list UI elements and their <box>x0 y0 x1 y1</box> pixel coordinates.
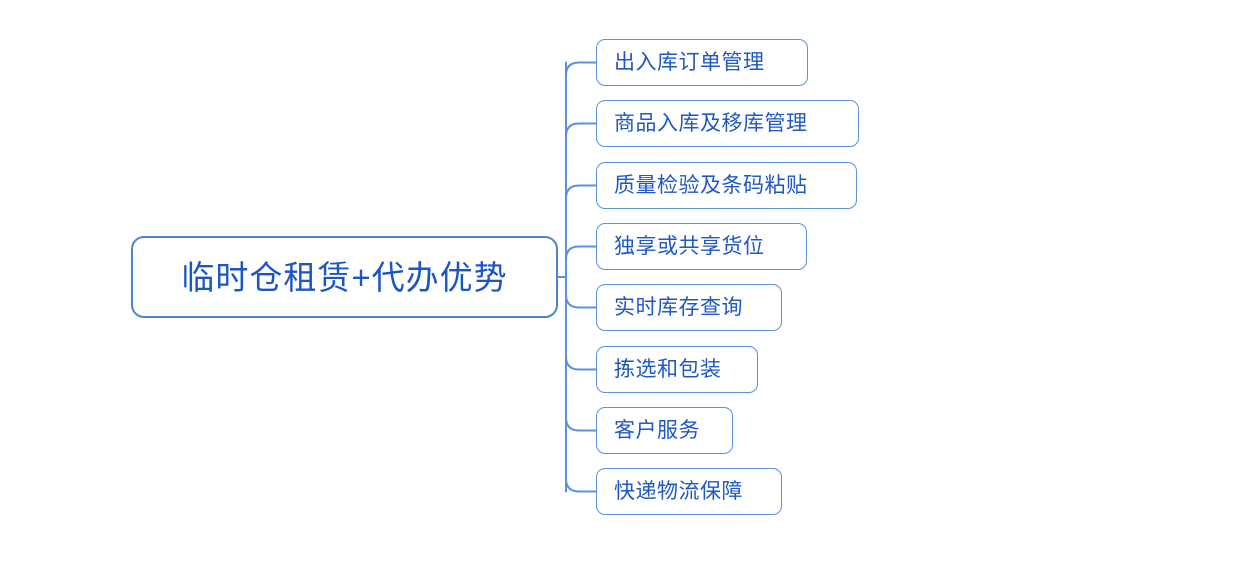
branch-node-label: 快递物流保障 <box>614 480 743 503</box>
branch-node-label: 出入库订单管理 <box>614 51 765 74</box>
connector-path <box>565 477 597 493</box>
connector-path <box>565 416 597 432</box>
branch-node-label: 独享或共享货位 <box>614 235 765 258</box>
branch-node[interactable]: 拣选和包装 <box>596 346 758 393</box>
branch-node[interactable]: 客户服务 <box>596 407 733 454</box>
branch-node[interactable]: 独享或共享货位 <box>596 223 807 270</box>
connector-path <box>565 184 597 200</box>
branch-node-label: 客户服务 <box>614 419 700 442</box>
root-node-label: 临时仓租赁+代办优势 <box>181 258 508 296</box>
connector-path <box>565 245 597 261</box>
root-node[interactable]: 临时仓租赁+代办优势 <box>131 236 558 318</box>
branch-node[interactable]: 出入库订单管理 <box>596 39 808 86</box>
branch-node[interactable]: 实时库存查询 <box>596 284 782 331</box>
connector-path <box>565 293 597 309</box>
branch-node-label: 商品入库及移库管理 <box>614 112 808 135</box>
branch-node-label: 实时库存查询 <box>614 296 743 319</box>
branch-node-label: 拣选和包装 <box>614 358 722 381</box>
branch-node[interactable]: 商品入库及移库管理 <box>596 100 859 147</box>
branch-node[interactable]: 快递物流保障 <box>596 468 782 515</box>
branch-node[interactable]: 质量检验及条码粘贴 <box>596 162 857 209</box>
connector-path <box>565 355 597 371</box>
connector-path <box>565 61 597 77</box>
branch-node-label: 质量检验及条码粘贴 <box>614 174 808 197</box>
connector-path <box>565 122 597 138</box>
